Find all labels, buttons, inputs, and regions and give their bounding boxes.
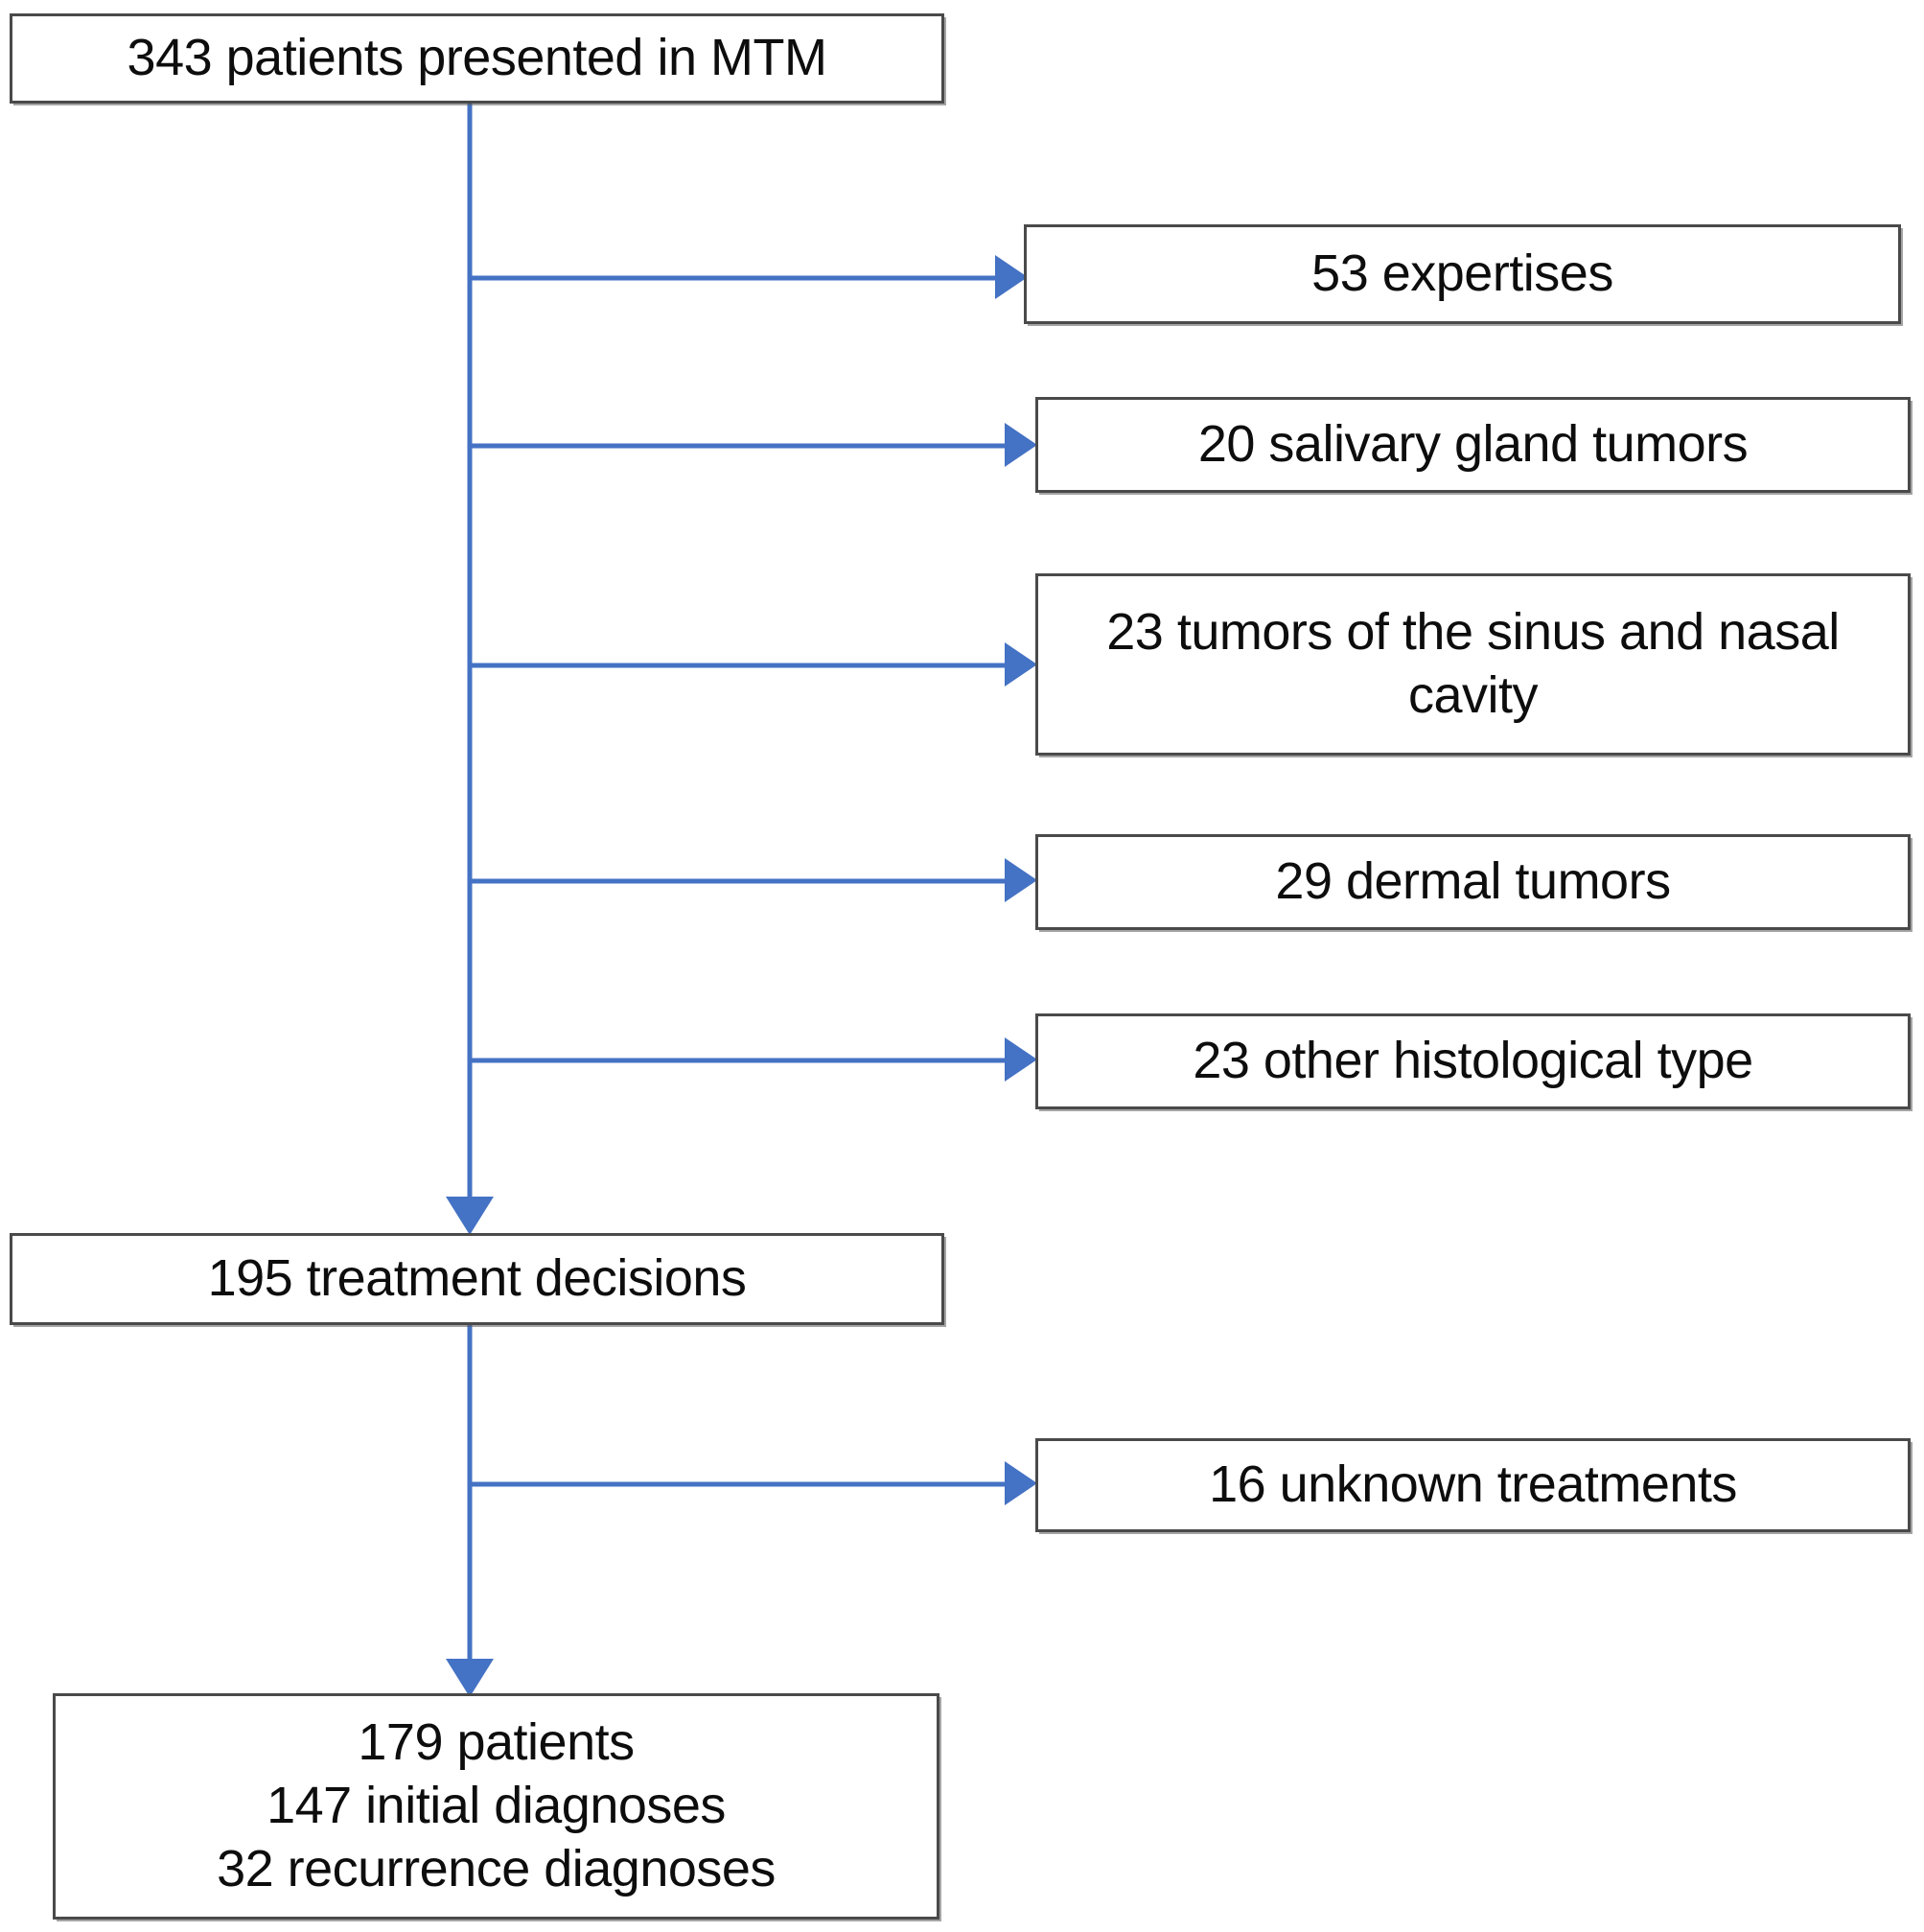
node-final-cohort-line-3: 32 recurrence diagnoses [217,1839,776,1897]
node-sinus-nasal-tumors-line-1: 23 tumors of the sinus and nasal [1106,603,1840,662]
node-salivary-gland-tumors-label: 20 salivary gland tumors [1197,415,1749,474]
node-patients-presented-label: 343 patients presented in MTM [127,29,827,87]
branch-arrowhead-unknown-treatments [1005,1461,1037,1505]
node-dermal-tumors-label: 29 dermal tumors [1275,852,1671,911]
node-other-histological-type-label: 23 other histological type [1193,1032,1753,1090]
trunk-arrowhead-upper [446,1197,494,1235]
node-salivary-gland-tumors: 20 salivary gland tumors [1035,397,1911,493]
branch-arrowhead-sinus [1005,642,1037,687]
node-unknown-treatments-label: 16 unknown treatments [1209,1455,1737,1514]
node-other-histological-type: 23 other histological type [1035,1013,1911,1109]
node-treatment-decisions-label: 195 treatment decisions [207,1249,747,1308]
node-sinus-nasal-tumors-line-2: cavity [1407,666,1539,724]
node-treatment-decisions: 195 treatment decisions [10,1233,944,1325]
node-sinus-nasal-tumors-label: 23 tumors of the sinus and nasal cavity [1052,601,1894,728]
trunk-arrowhead-lower [446,1659,494,1697]
node-patients-presented: 343 patients presented in MTM [10,13,944,104]
node-final-cohort-line-1: 179 patients [358,1713,635,1772]
node-final-cohort-label: 179 patients 147 initial diagnoses 32 re… [69,1711,923,1901]
branch-arrowhead-salivary [1005,423,1037,467]
branch-arrowhead-other-histology [1005,1037,1037,1082]
node-expertises-label: 53 expertises [1311,244,1613,303]
node-sinus-nasal-tumors: 23 tumors of the sinus and nasal cavity [1035,573,1911,756]
node-expertises: 53 expertises [1024,224,1901,324]
node-unknown-treatments: 16 unknown treatments [1035,1438,1911,1532]
node-dermal-tumors: 29 dermal tumors [1035,834,1911,930]
node-final-cohort: 179 patients 147 initial diagnoses 32 re… [53,1693,939,1920]
node-final-cohort-line-2: 147 initial diagnoses [267,1777,726,1835]
branch-arrowhead-expertises [995,255,1028,299]
branch-arrowhead-dermal [1005,858,1037,902]
